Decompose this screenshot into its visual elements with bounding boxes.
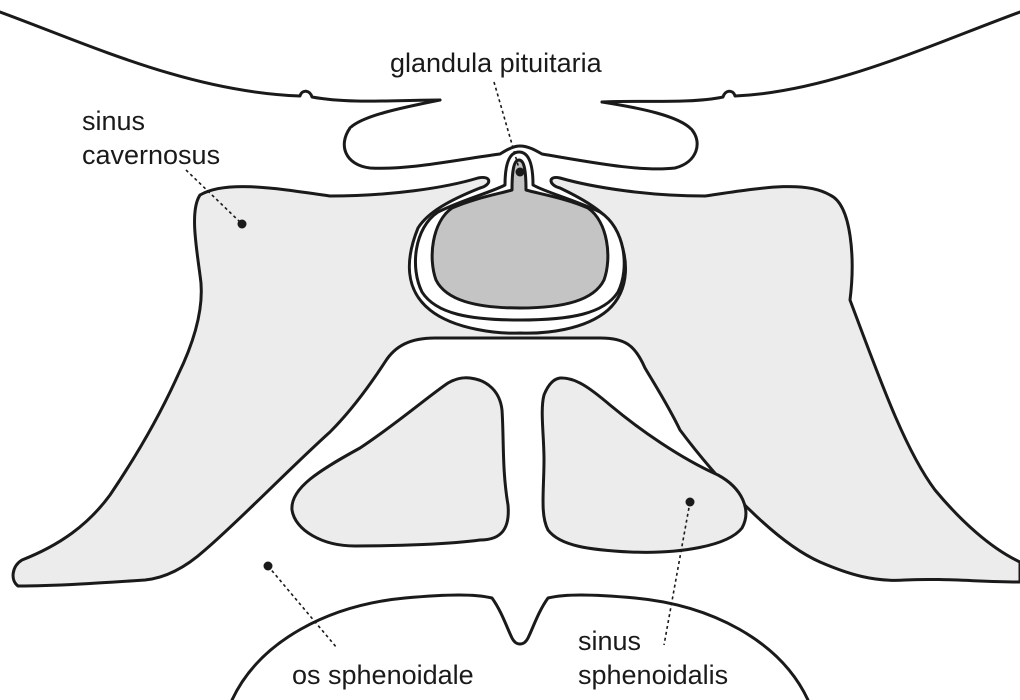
dura-right-tip — [602, 102, 692, 130]
label-glandula-pituitaria: glandula pituitaria — [390, 48, 603, 78]
dura-left-line — [0, 12, 440, 101]
label-sinus-sphenoidalis-2: sphenoidalis — [578, 660, 728, 690]
label-sinus-cavernosus-2: cavernosus — [82, 140, 220, 170]
dot-sinus-cavernosus — [238, 220, 247, 229]
dura-left-tip — [350, 100, 440, 128]
label-sinus-sphenoidalis-1: sinus — [578, 626, 641, 656]
dot-glandula-pituitaria — [516, 168, 525, 177]
dot-os-sphenoidale — [264, 562, 273, 571]
dura-right-line — [602, 12, 1020, 102]
label-os-sphenoidale: os sphenoidale — [292, 660, 474, 690]
label-sinus-cavernosus-1: sinus — [82, 106, 145, 136]
leader-glandula-pituitaria — [494, 82, 520, 172]
dot-sinus-sphenoidalis — [686, 498, 695, 507]
